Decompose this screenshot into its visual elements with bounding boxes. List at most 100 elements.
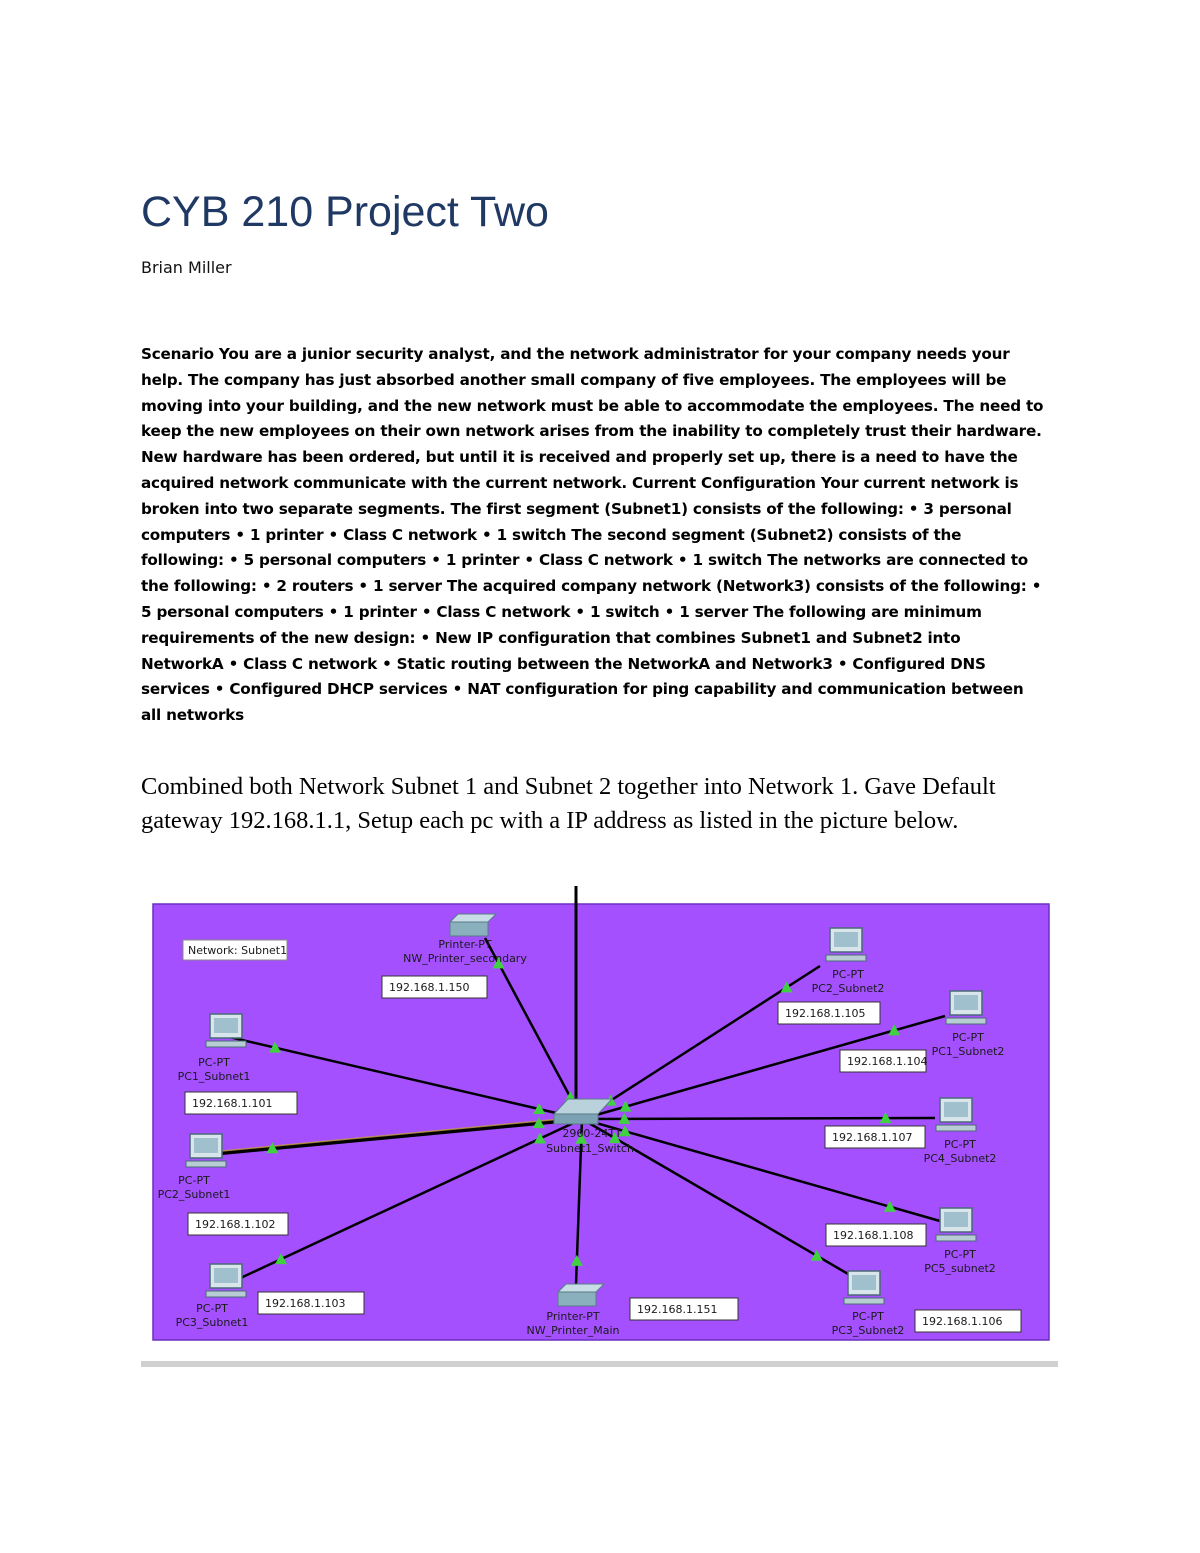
link-pc2_subnet2 — [581, 964, 821, 1121]
device-name-label: PC4_Subnet2 — [924, 1152, 997, 1165]
link-pc3_subnet1 — [231, 1117, 583, 1284]
link-pc5_subnet2 — [581, 1117, 941, 1223]
pc-icon-keyboard — [843, 1297, 885, 1305]
ip-label-box — [914, 1309, 1022, 1333]
switch-node: 2960-24TT Subnet1_Switch — [546, 1098, 634, 1155]
device-name-label: PC3_Subnet1 — [176, 1316, 249, 1329]
pc-icon-keyboard — [205, 1290, 247, 1298]
ip-label-box — [629, 1297, 739, 1321]
combined-network-paragraph: Combined both Network Subnet 1 and Subne… — [141, 773, 996, 834]
document-title: CYB 210 Project Two — [141, 188, 549, 236]
device-name-label: PC3_Subnet2 — [832, 1324, 905, 1337]
printer-icon — [556, 1283, 606, 1293]
switch-icon-front — [553, 1113, 599, 1125]
link-status-indicator — [780, 981, 793, 993]
ip-label-box — [824, 1125, 926, 1149]
device-type-label: PC-PT — [852, 1310, 884, 1323]
device-type-label: PC-PT — [944, 1248, 976, 1261]
link-status-indicator — [492, 957, 505, 969]
link-pc2_subnet1 — [221, 1117, 583, 1155]
pc-icon-keyboard — [935, 1234, 977, 1242]
network-label-background — [182, 939, 288, 961]
pc-icon-keyboard — [185, 1160, 227, 1168]
printer-icon-body — [449, 921, 489, 937]
link-status-indicator — [810, 1249, 823, 1261]
pc-icon-keyboard — [945, 1017, 987, 1025]
link-status-indicator — [533, 1103, 546, 1115]
device-type-label: PC-PT — [952, 1031, 984, 1044]
ip-address-label: 192.168.1.106 — [922, 1315, 1002, 1328]
device-type-label: Printer-PT — [546, 1310, 599, 1323]
ip-address-label: 192.168.1.103 — [265, 1297, 345, 1310]
ip-address-label: 192.168.1.101 — [192, 1097, 272, 1110]
pc-icon-screen — [214, 1018, 238, 1033]
link-status-indicator — [532, 1117, 545, 1129]
ip-address-label: 192.168.1.150 — [389, 981, 469, 994]
ip-address-label: 192.168.1.108 — [833, 1229, 913, 1242]
device-name-label: NW_Printer_Main — [527, 1324, 620, 1337]
scenario-paragraph: Scenario You are a junior security analy… — [141, 345, 1044, 725]
author-name: Brian Miller — [141, 258, 232, 277]
link-status-indicator — [618, 1112, 631, 1124]
ip-address-label: 192.168.1.104 — [847, 1055, 927, 1068]
horizontal-rule — [141, 1361, 1058, 1367]
pc-icon-screen — [944, 1102, 968, 1117]
ip-label-box — [777, 1001, 881, 1025]
pc-icon-keyboard — [935, 1124, 977, 1132]
switch-model-label: 2960-24TT — [562, 1127, 621, 1140]
pc-icon-screen — [954, 995, 978, 1010]
pc-icon-keyboard — [825, 954, 867, 962]
ip-address-label: 192.168.1.107 — [832, 1131, 912, 1144]
ip-label-box — [184, 1091, 298, 1115]
device-type-label: PC-PT — [944, 1138, 976, 1151]
device-name-label: PC1_Subnet1 — [178, 1070, 251, 1083]
link-highlight — [221, 1116, 583, 1152]
ip-label-box — [257, 1291, 365, 1315]
link-status-indicator — [888, 1024, 901, 1036]
printer-icon — [448, 913, 498, 923]
link-status-indicator — [575, 1132, 588, 1144]
device-type-label: PC-PT — [832, 968, 864, 981]
pc-icon-screen — [852, 1275, 876, 1290]
link-pc3_subnet2 — [581, 1117, 856, 1280]
device-type-label: Printer-PT — [438, 938, 491, 951]
link-status-indicator — [268, 1041, 281, 1053]
link-status-indicator — [275, 1253, 287, 1265]
link-pc4_subnet2 — [581, 1116, 936, 1121]
ip-address-label: 192.168.1.151 — [637, 1303, 717, 1316]
switch-name-label: Subnet1_Switch — [546, 1142, 634, 1155]
ip-label-box — [381, 975, 488, 999]
network-label-text: Network: Subnet1 — [188, 944, 287, 957]
link-status-indicator — [879, 1112, 892, 1124]
link-status-indicator — [570, 1254, 583, 1266]
ip-label-box — [839, 1049, 927, 1073]
ip-address-label: 192.168.1.102 — [195, 1218, 275, 1231]
diagram-background — [152, 903, 1050, 1341]
link-status-indicator — [608, 1132, 621, 1144]
printer-icon-body — [557, 1291, 597, 1307]
link-status-indicator — [883, 1200, 896, 1212]
network-label-box: Network: Subnet1 — [182, 939, 288, 961]
link-pc1_subnet1 — [224, 1034, 583, 1121]
link-status-indicator — [534, 1132, 546, 1144]
link-status-indicator — [619, 1100, 632, 1112]
device-name-label: NW_Printer_secondary — [403, 952, 527, 965]
device-name-label: PC2_Subnet1 — [158, 1188, 231, 1201]
pc-icon-screen — [214, 1268, 238, 1283]
pc-icon-screen — [194, 1138, 218, 1153]
device-type-label: PC-PT — [196, 1302, 228, 1315]
link-pc1_subnet2 — [581, 1014, 946, 1121]
device-type-label: PC-PT — [178, 1174, 210, 1187]
pc-icon-keyboard — [205, 1040, 247, 1048]
pc-icon-screen — [834, 932, 858, 947]
